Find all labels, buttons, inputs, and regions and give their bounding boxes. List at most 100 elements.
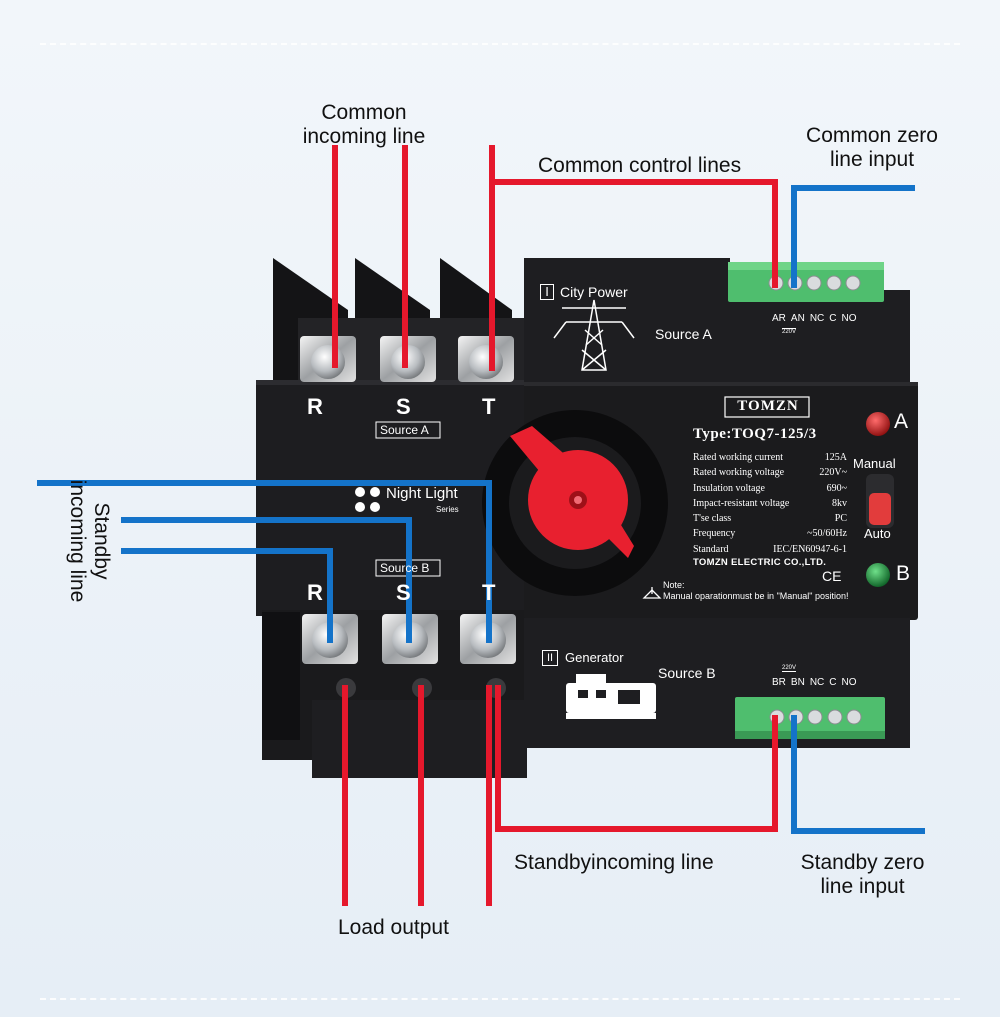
phase-s-top: S xyxy=(396,394,411,419)
source-a-badge: Source A xyxy=(380,423,429,437)
terminal-screw xyxy=(845,275,861,291)
terminal-label: AR xyxy=(772,313,786,324)
spec-key: T'se class xyxy=(693,513,732,525)
label-common-zero-line2: line input xyxy=(829,148,915,171)
warning-icon xyxy=(642,587,662,599)
terminal-label: NO xyxy=(841,313,857,324)
blue-wire xyxy=(791,185,915,288)
roman-two-icon: II xyxy=(542,650,558,666)
spec-row: Standard IEC/EN60947-6-1 xyxy=(693,542,847,557)
spec-key: Rated working voltage xyxy=(693,467,785,479)
source-a-badge-frame xyxy=(375,421,441,439)
spec-value: IEC/EN60947-6-1 xyxy=(773,543,847,555)
spec-key: Insulation voltage xyxy=(693,482,765,494)
label-standby-incoming-line: Standbyincoming line xyxy=(514,851,714,874)
red-wire xyxy=(495,685,778,832)
spec-row: T'se class PC xyxy=(693,511,847,526)
auto-label: Auto xyxy=(864,526,891,541)
label-common-control: Common control lines xyxy=(538,154,742,177)
terminal-label: NC xyxy=(809,677,825,688)
label-standby-zero: Standby zero line input xyxy=(780,851,945,899)
roman-one-icon: I xyxy=(540,284,554,300)
terminal-screw xyxy=(807,709,823,725)
label-standby-incoming-line2: incoming line xyxy=(66,479,89,603)
bottom-divider xyxy=(40,998,960,1000)
phase-t-bottom: T xyxy=(482,580,496,605)
spec-value: PC xyxy=(834,513,847,525)
note-title: Note: xyxy=(663,580,685,590)
phase-t-top: T xyxy=(482,394,496,419)
label-common-zero: Common zero line input xyxy=(782,124,962,172)
indicator-a-label: A xyxy=(894,410,909,433)
label-standby-zero-line1: Standby zero xyxy=(800,851,925,874)
terminal-block-a xyxy=(728,262,884,302)
company-label: TOMZN ELECTRIC CO.,LTD. xyxy=(693,557,827,568)
terminal-a-labels: AR AN NC C NO xyxy=(772,313,862,324)
night-light-label: Night Light xyxy=(386,485,458,502)
pylon-icon xyxy=(553,299,635,371)
terminal-label: BR xyxy=(772,677,786,688)
phase-s-bottom: S xyxy=(396,580,411,605)
spec-value: ~50/60Hz xyxy=(807,528,847,540)
spec-table: Rated working current 125A Rated working v… xyxy=(693,450,847,557)
terminal-a-voltage: 220V xyxy=(782,328,797,335)
brand-badge-frame xyxy=(724,396,810,418)
terminal-b-labels: BR BN NC C NO xyxy=(772,677,862,688)
phase-r-bottom: R xyxy=(307,580,323,605)
terminal-b-voltage: 220V xyxy=(782,665,797,672)
terminal-screw xyxy=(826,275,842,291)
generator-label: Generator xyxy=(565,650,624,665)
label-common-incoming-line2: incoming line xyxy=(302,125,426,148)
series-label: Series xyxy=(436,505,459,514)
spec-value: 690~ xyxy=(826,482,847,494)
spec-value: 8kv xyxy=(832,497,847,509)
terminal-label: AN xyxy=(790,313,805,324)
label-common-incoming: Common incoming line xyxy=(284,101,444,149)
label-standby-incoming: Standby incoming line xyxy=(63,451,113,631)
spec-row: Frequency ~50/60Hz xyxy=(693,526,847,541)
blue-wire xyxy=(121,548,333,643)
blue-wire xyxy=(37,480,492,643)
terminal-screw xyxy=(827,709,843,725)
terminal-screw xyxy=(846,709,862,725)
terminal-label: C xyxy=(829,313,837,324)
brand-label: TOMZN xyxy=(737,398,799,414)
blue-wire xyxy=(121,517,412,643)
terminal-screw xyxy=(806,275,822,291)
manual-auto-switch[interactable] xyxy=(866,474,894,528)
terminal-label: NC xyxy=(809,313,825,324)
wire-overlay xyxy=(37,145,925,906)
note-text: Manual oparationmust be in "Manual" posi… xyxy=(663,591,849,601)
terminal-label: BN xyxy=(790,677,805,688)
spec-key: Frequency xyxy=(693,528,736,540)
spec-value: 220V~ xyxy=(819,467,847,479)
indicator-b-label: B xyxy=(896,562,911,585)
source-a-label: Source A xyxy=(655,326,712,342)
source-b-badge: Source B xyxy=(380,561,430,575)
city-power-label: City Power xyxy=(560,284,628,300)
spec-row: Insulation voltage 690~ xyxy=(693,481,847,496)
blue-wire xyxy=(791,715,925,834)
spec-key: Rated working current xyxy=(693,452,783,463)
terminal-label: NO xyxy=(841,677,857,688)
source-b-label: Source B xyxy=(658,665,716,681)
type-label: Type:TOQ7-125/3 xyxy=(693,426,817,442)
top-divider xyxy=(40,43,960,45)
rotary-handle[interactable] xyxy=(482,410,668,596)
label-common-zero-line1: Common zero xyxy=(806,124,938,147)
spec-value: 125A xyxy=(824,452,847,463)
label-common-incoming-line1: Common xyxy=(321,101,407,124)
ce-mark: CE xyxy=(822,568,842,584)
spec-row: Rated working current 125A xyxy=(693,450,847,465)
fan-icon xyxy=(355,487,380,512)
generator-icon xyxy=(566,674,656,719)
terminal-label: C xyxy=(829,677,837,688)
spec-row: Rated working voltage 220V~ xyxy=(693,465,847,480)
led-a-indicator xyxy=(866,412,890,436)
spec-key: Standard xyxy=(693,543,729,555)
label-load-output: Load output xyxy=(338,916,449,939)
red-wire xyxy=(489,179,778,288)
label-standby-incoming-line1: Standby xyxy=(90,502,113,580)
